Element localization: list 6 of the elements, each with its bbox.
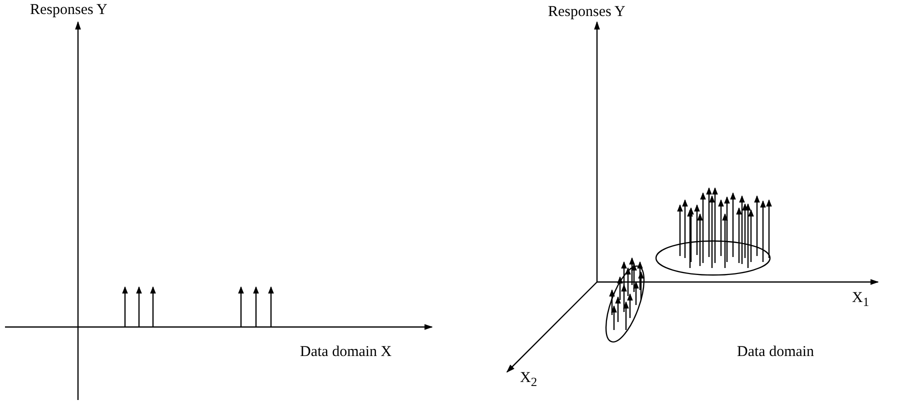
axis-label: Responses Y <box>548 4 626 21</box>
axis-label: X$_{2}$ <box>520 370 538 390</box>
axis-label: Data domain X <box>300 344 392 361</box>
axis-label: Data domain <box>737 344 814 361</box>
axis-label: Responses Y <box>30 2 108 19</box>
axis-label: X$_{1}$ <box>852 290 870 310</box>
